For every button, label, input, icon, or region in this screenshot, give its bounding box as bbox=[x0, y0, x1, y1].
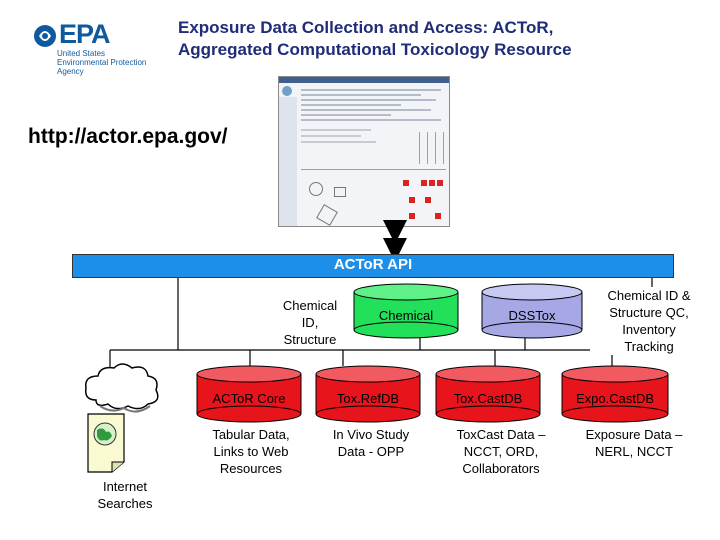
chemical-cylinder bbox=[353, 283, 459, 339]
actor-url-link[interactable]: http://actor.epa.gov/ bbox=[28, 125, 228, 148]
epa-logo: EPA United States Environmental Protecti… bbox=[33, 19, 173, 82]
epa-wordmark: EPA bbox=[59, 19, 111, 49]
actor-core-cylinder bbox=[196, 365, 302, 423]
epa-subtitle-line-3: Agency bbox=[57, 67, 84, 76]
toxrefdb-description: In Vivo Study Data - OPP bbox=[332, 427, 410, 459]
epa-subtitle-line-1: United States bbox=[57, 49, 106, 58]
toxcastdb-cylinder bbox=[435, 365, 541, 423]
actor-api-bar bbox=[72, 254, 674, 278]
expocastdb-label: Expo.CastDB bbox=[575, 391, 655, 406]
epa-flower-icon bbox=[34, 25, 56, 47]
toxrefdb-cylinder bbox=[315, 365, 421, 423]
cloud-icon bbox=[84, 363, 159, 413]
actor-core-description: Tabular Data, Links to Web Resources bbox=[212, 427, 290, 476]
actor-core-label: ACToR Core bbox=[212, 391, 286, 406]
expocastdb-description: Exposure Data – NERL, NCCT bbox=[585, 427, 683, 459]
dsstox-cylinder bbox=[481, 283, 583, 339]
website-screenshot bbox=[278, 76, 450, 227]
chemical-label: Chemical bbox=[378, 308, 434, 323]
epa-subtitle-line-2: Environmental Protection bbox=[57, 58, 147, 67]
slide-title-line-1: Exposure Data Collection and Access: ACT… bbox=[178, 18, 554, 37]
chemical-id-qc-label: Chemical ID & Structure QC, Inventory Tr… bbox=[590, 287, 708, 355]
dsstox-label: DSSTox bbox=[508, 308, 556, 323]
slide-title-line-2: Aggregated Computational Toxicology Reso… bbox=[178, 40, 572, 59]
web-document-icon bbox=[87, 413, 125, 473]
toxrefdb-label: Tox.RefDB bbox=[336, 391, 400, 406]
expocastdb-cylinder bbox=[561, 365, 669, 423]
slide-title: Exposure Data Collection and Access: ACT… bbox=[178, 17, 698, 61]
internet-searches-label: Internet Searches bbox=[97, 479, 153, 511]
actor-api-label: ACToR API bbox=[333, 256, 413, 273]
chemical-id-structure-label: Chemical ID, Structure bbox=[268, 297, 352, 348]
toxcastdb-description: ToxCast Data – NCCT, ORD, Collaborators bbox=[456, 427, 546, 476]
toxcastdb-label: Tox.CastDB bbox=[453, 391, 523, 406]
